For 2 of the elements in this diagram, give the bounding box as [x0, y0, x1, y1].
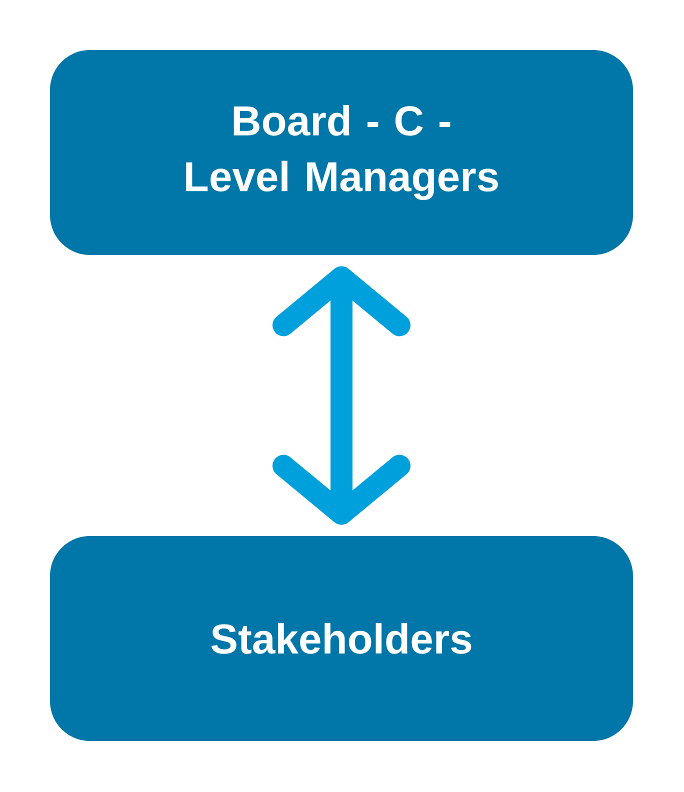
process-box: Board - C - Level Managers — [50, 50, 633, 255]
process-box: Stakeholders — [50, 536, 633, 741]
